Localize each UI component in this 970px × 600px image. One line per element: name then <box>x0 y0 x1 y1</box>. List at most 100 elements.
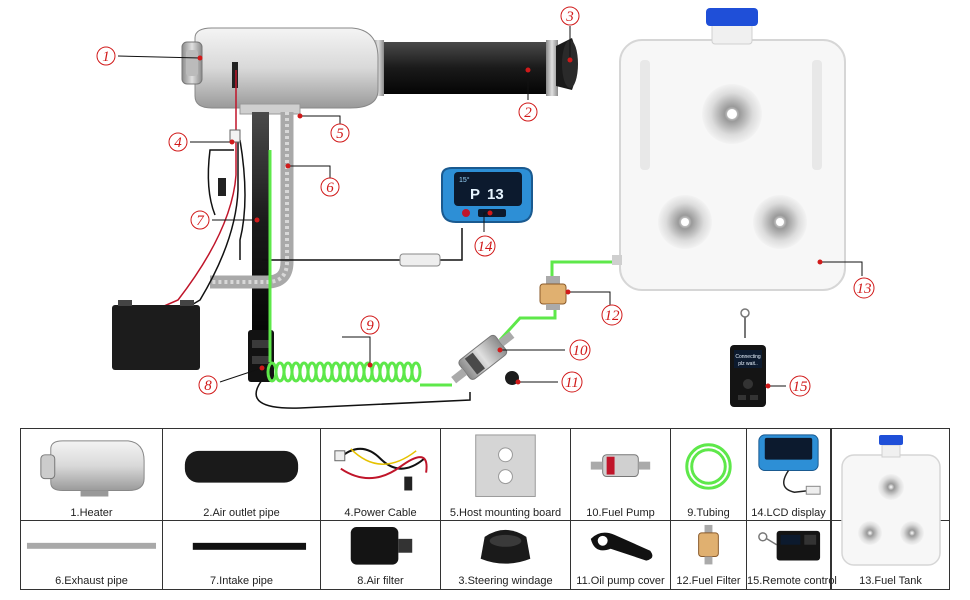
callout-8: 8 <box>198 375 218 395</box>
air-outlet-pipe <box>372 40 558 96</box>
part-label-fuel-pump: 10.Fuel Pump <box>586 507 655 519</box>
remote-screen-line-2: plz wait.. <box>738 361 757 367</box>
callout-10: 10 <box>569 339 591 361</box>
svg-text:4: 4 <box>174 135 182 151</box>
remote-screen-line-1: Connecting <box>735 354 761 360</box>
lcd-mode: P <box>470 186 480 203</box>
part-label-exhaust-pipe: 6.Exhaust pipe <box>55 575 128 587</box>
remote-control-thumb <box>758 530 821 561</box>
callout-7: 7 <box>190 210 210 230</box>
remote-control: Connecting plz wait.. <box>730 308 766 407</box>
callout-6: 6 <box>320 177 340 197</box>
leader-lines <box>117 26 863 387</box>
part-cell-tubing: 9.Tubing <box>671 429 747 521</box>
part-label-lcd-display: 14.LCD display <box>751 507 826 519</box>
svg-text:2: 2 <box>524 105 532 121</box>
lcd-temp: 15° <box>459 176 470 184</box>
callout-2: 2 <box>518 102 538 122</box>
part-cell-steering-windage: 3.Steering windage <box>441 521 571 589</box>
oil-pump-cover <box>505 371 519 385</box>
part-label-steering-windage: 3.Steering windage <box>458 575 553 587</box>
part-cell-oil-pump-cover: 11.Oil pump cover <box>571 521 671 589</box>
lcd-display-thumb <box>758 434 821 495</box>
svg-text:7: 7 <box>196 213 205 229</box>
lcd-controller: 15° P 13 <box>441 167 533 223</box>
svg-text:3: 3 <box>565 9 574 25</box>
part-label-fuel-tank: 13.Fuel Tank <box>859 575 922 587</box>
mounting-board-thumb <box>475 434 536 497</box>
svg-text:13: 13 <box>857 281 872 297</box>
svg-text:1: 1 <box>102 49 110 65</box>
svg-text:11: 11 <box>565 375 579 391</box>
battery <box>112 300 200 370</box>
callout-9: 9 <box>360 315 380 335</box>
svg-text:10: 10 <box>573 343 589 359</box>
callout-14: 14 <box>474 235 496 257</box>
callout-11: 11 <box>561 371 583 393</box>
fuel-filter-thumb <box>698 524 719 565</box>
part-cell-heater: 1.Heater <box>21 429 163 521</box>
steering-windage <box>556 38 578 90</box>
part-cell-fuel-pump: 10.Fuel Pump <box>571 429 671 521</box>
parts-row-2: 6.Exhaust pipe 7.Intake pipe 8.Air filte… <box>21 521 949 589</box>
fuel-filter <box>539 276 567 310</box>
part-cell-lcd-display: 14.LCD display <box>747 429 831 521</box>
callout-3: 3 <box>560 6 580 26</box>
part-cell-remote-control: 15.Remote control <box>747 521 837 589</box>
callout-4: 4 <box>168 132 188 152</box>
part-cell-power-cable: 4.Power Cable <box>321 429 441 521</box>
fuel-pump-thumb <box>590 454 651 478</box>
svg-text:5: 5 <box>336 126 344 142</box>
part-cell-fuel-tank: 13.Fuel Tank <box>831 429 949 589</box>
heater-unit <box>181 27 379 115</box>
callout-5: 5 <box>330 123 350 143</box>
svg-text:15: 15 <box>793 379 809 395</box>
part-label-intake-pipe: 7.Intake pipe <box>210 575 273 587</box>
power-cable <box>154 70 471 409</box>
tubing-thumb <box>685 443 732 490</box>
part-cell-exhaust-pipe: 6.Exhaust pipe <box>21 521 163 589</box>
air-outlet-pipe-thumb <box>184 450 299 483</box>
lcd-value: 13 <box>487 186 504 203</box>
callouts: 1 2 3 4 5 6 7 8 9 10 11 12 13 14 15 <box>96 6 875 397</box>
parts-list-table: 1.Heater 2.Air outlet pipe 4.Power Cable <box>20 428 950 590</box>
part-cell-host-mounting-board: 5.Host mounting board <box>441 429 571 521</box>
callout-15: 15 <box>789 375 811 397</box>
air-filter-thumb <box>350 526 413 565</box>
svg-text:14: 14 <box>478 239 494 255</box>
tank-cap <box>706 8 758 26</box>
part-label-heater: 1.Heater <box>70 507 113 519</box>
svg-text:8: 8 <box>204 378 212 394</box>
callout-13: 13 <box>853 277 875 299</box>
part-cell-air-filter: 8.Air filter <box>321 521 441 589</box>
intake-pipe-thumb <box>192 542 307 550</box>
part-label-tubing: 9.Tubing <box>687 507 730 519</box>
intake-pipe <box>252 112 269 334</box>
part-cell-air-outlet-pipe: 2.Air outlet pipe <box>163 429 321 521</box>
svg-text:6: 6 <box>326 180 334 196</box>
exhaust-pipe-thumb <box>26 542 157 549</box>
part-label-fuel-filter: 12.Fuel Filter <box>676 575 741 587</box>
part-cell-intake-pipe: 7.Intake pipe <box>163 521 321 589</box>
fuel-pump <box>451 331 519 385</box>
steering-windage-thumb <box>480 529 531 564</box>
oil-pump-cover-thumb <box>590 532 653 561</box>
part-label-air-filter: 8.Air filter <box>357 575 404 587</box>
part-label-power-cable: 4.Power Cable <box>344 507 417 519</box>
part-label-remote-control: 15.Remote control <box>747 575 837 587</box>
installation-diagram: 15° P 13 Connecting plz wait.. <box>96 6 875 409</box>
svg-text:12: 12 <box>605 308 621 324</box>
power-cable-thumb <box>334 447 428 491</box>
heater-thumb <box>40 440 145 497</box>
fuel-tank <box>612 8 846 291</box>
part-label-host-mounting-board: 5.Host mounting board <box>449 507 562 519</box>
part-cell-fuel-filter: 12.Fuel Filter <box>671 521 747 589</box>
callout-1: 1 <box>96 46 116 66</box>
parts-row-1: 1.Heater 2.Air outlet pipe 4.Power Cable <box>21 429 949 521</box>
fuel-tank-thumb <box>841 435 941 566</box>
part-label-air-outlet-pipe: 2.Air outlet pipe <box>203 507 280 519</box>
callout-12: 12 <box>601 304 623 326</box>
svg-text:9: 9 <box>366 318 374 334</box>
leader-dots <box>197 55 823 389</box>
part-label-oil-pump-cover: 11.Oil pump cover <box>576 575 665 587</box>
